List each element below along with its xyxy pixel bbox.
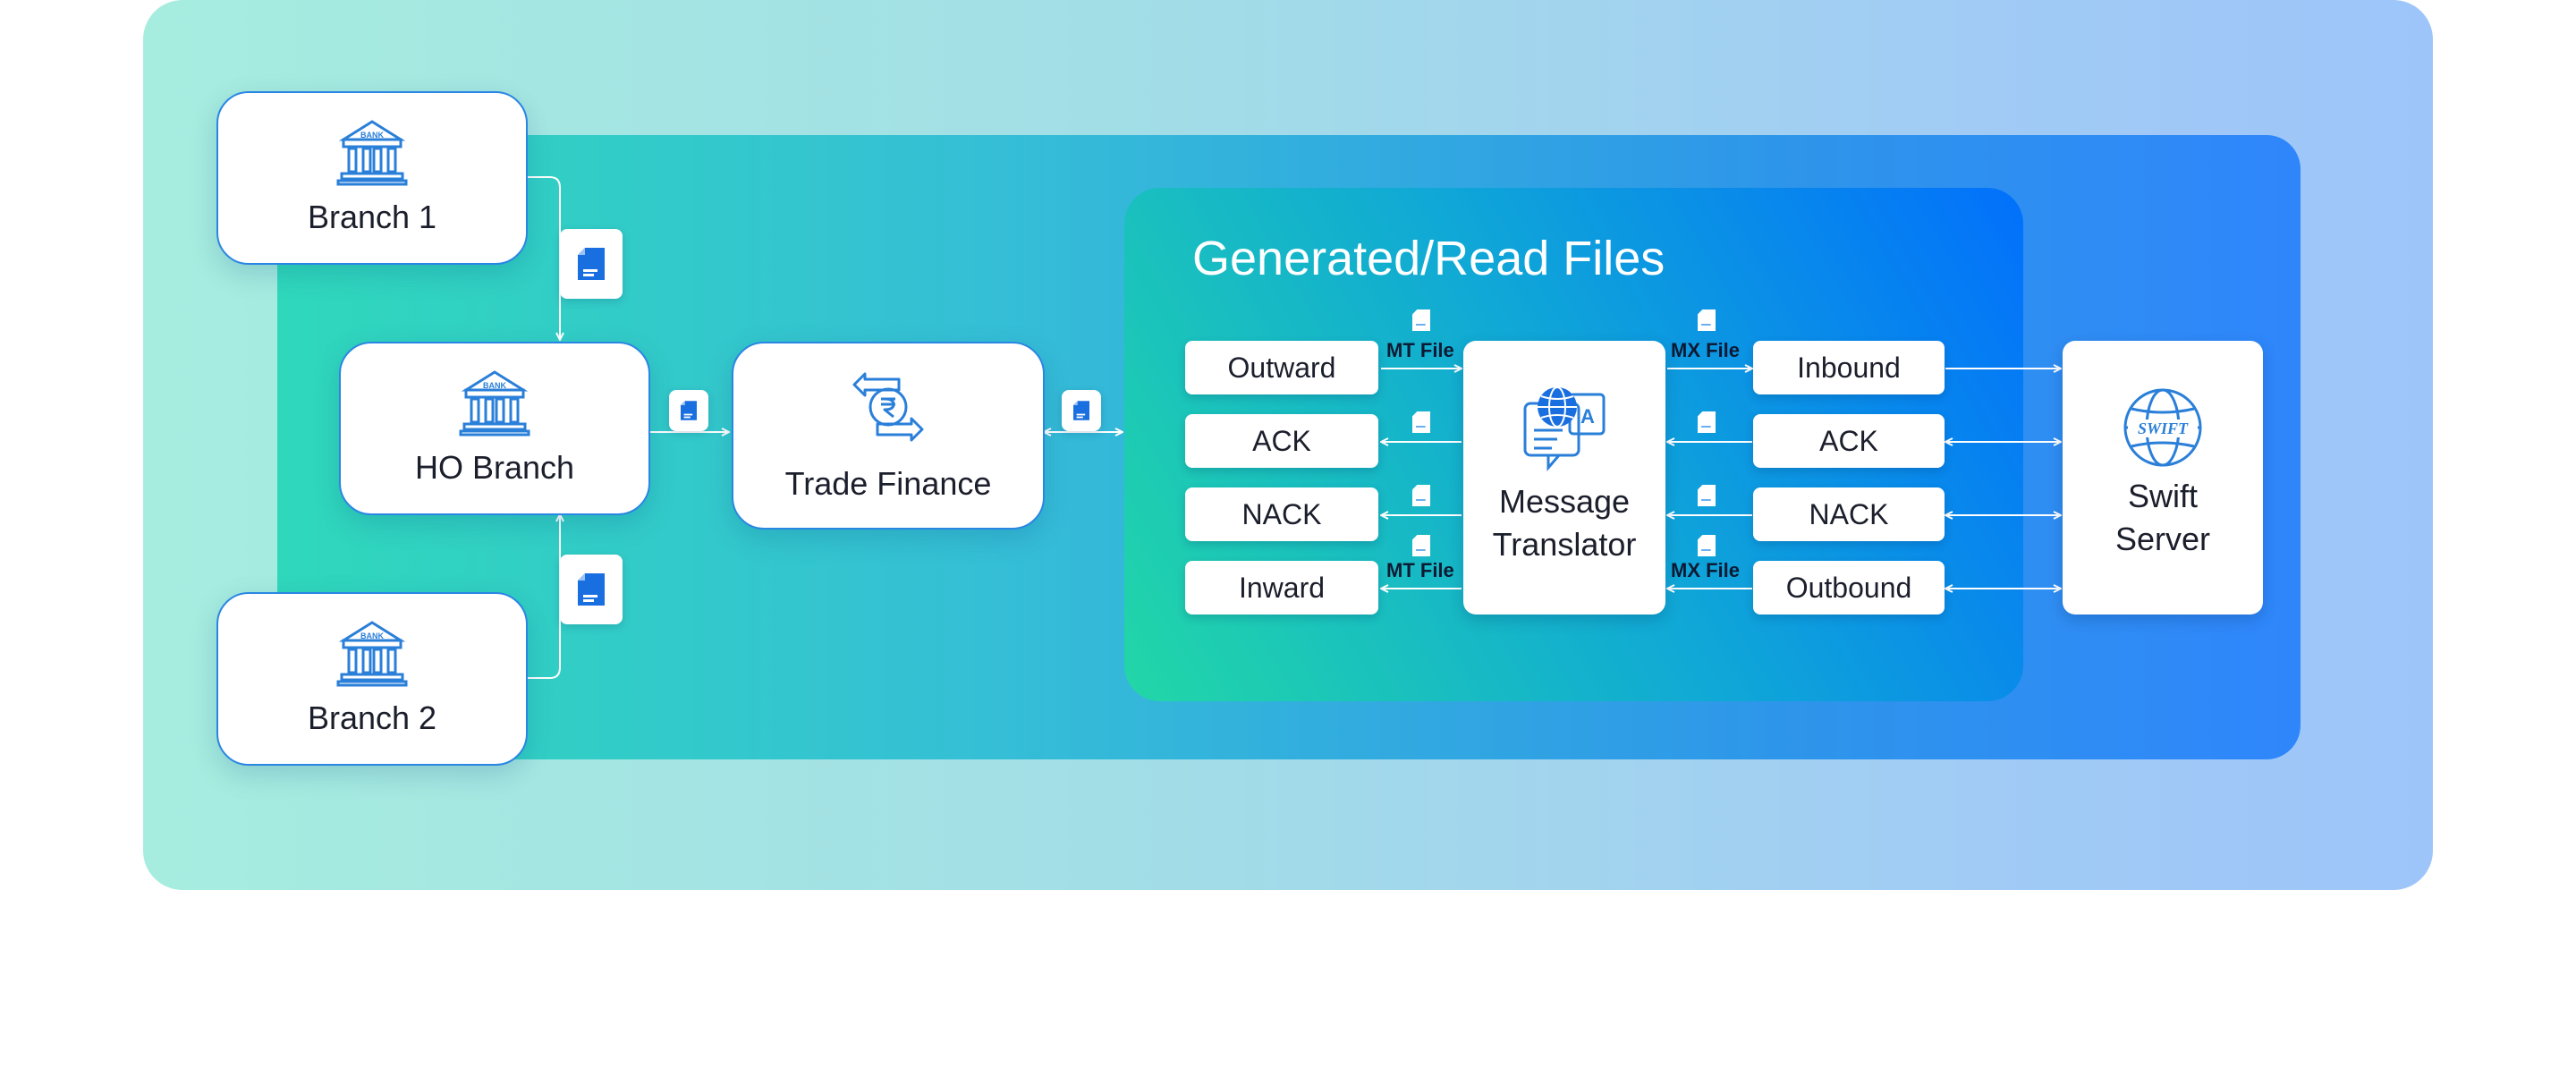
branch1-label: Branch 1 [307,199,437,235]
mx-file-label-bottom: MX File [1671,559,1741,581]
translator-label: Translator [1492,526,1637,563]
svg-text:BANK: BANK [360,631,384,640]
document-icon [1698,535,1716,556]
outward-file-box: Outward [1185,341,1378,394]
document-icon [1698,309,1716,331]
branch2-label: Branch 2 [307,699,437,736]
nack-left-file-box: NACK [1185,487,1378,541]
document-icon [1412,485,1430,506]
document-icon [1412,411,1430,433]
translator-icon: A [1523,386,1606,472]
trade-finance-label: Trade Finance [784,465,992,502]
nack-right-file-box: NACK [1753,487,1945,541]
svg-text:BANK: BANK [360,131,384,140]
outbound-file-box: Outbound [1753,561,1945,615]
svg-text:SWIFT: SWIFT [2138,420,2189,437]
document-icon [560,229,623,299]
ho-branch-label: HO Branch [414,449,575,486]
bank-icon: BANK [336,120,408,186]
document-icon [560,555,623,624]
document-icon [669,390,708,431]
branch2-card: BANK Branch 2 [216,592,528,766]
svg-text:BANK: BANK [483,381,506,390]
bank-icon: BANK [459,370,530,437]
svg-text:A: A [1580,405,1595,428]
trade-finance-card: Trade Finance [732,342,1045,530]
document-icon [1062,390,1101,431]
swift-globe-icon: SWIFT [2123,388,2202,467]
server-label: Server [2114,521,2211,557]
mt-file-label-bottom: MT File [1386,559,1454,581]
branch2-to-ho-line [528,514,560,679]
message-label: Message [1498,483,1631,520]
document-icon [1412,309,1430,331]
ack-right-file-box: ACK [1753,414,1945,468]
ack-left-file-box: ACK [1185,414,1378,468]
document-icon [1698,485,1716,506]
mt-file-label-top: MT File [1386,339,1454,361]
currency-exchange-icon [852,372,924,442]
swift-server-box: SWIFT Swift Server [2063,341,2263,615]
ho-branch-card: BANK HO Branch [339,342,650,515]
branch1-card: BANK Branch 1 [216,91,528,265]
message-translator-box: A Message Translator [1463,341,1665,615]
branch1-to-ho-line [528,176,560,340]
mx-file-label-top: MX File [1671,339,1741,361]
swift-label: Swift [2127,478,2198,514]
panel-title: Generated/Read Files [1192,232,1665,285]
document-icon [1698,411,1716,433]
inward-file-box: Inward [1185,561,1378,615]
bank-icon: BANK [336,621,408,687]
document-icon [1412,535,1430,556]
inbound-file-box: Inbound [1753,341,1945,394]
